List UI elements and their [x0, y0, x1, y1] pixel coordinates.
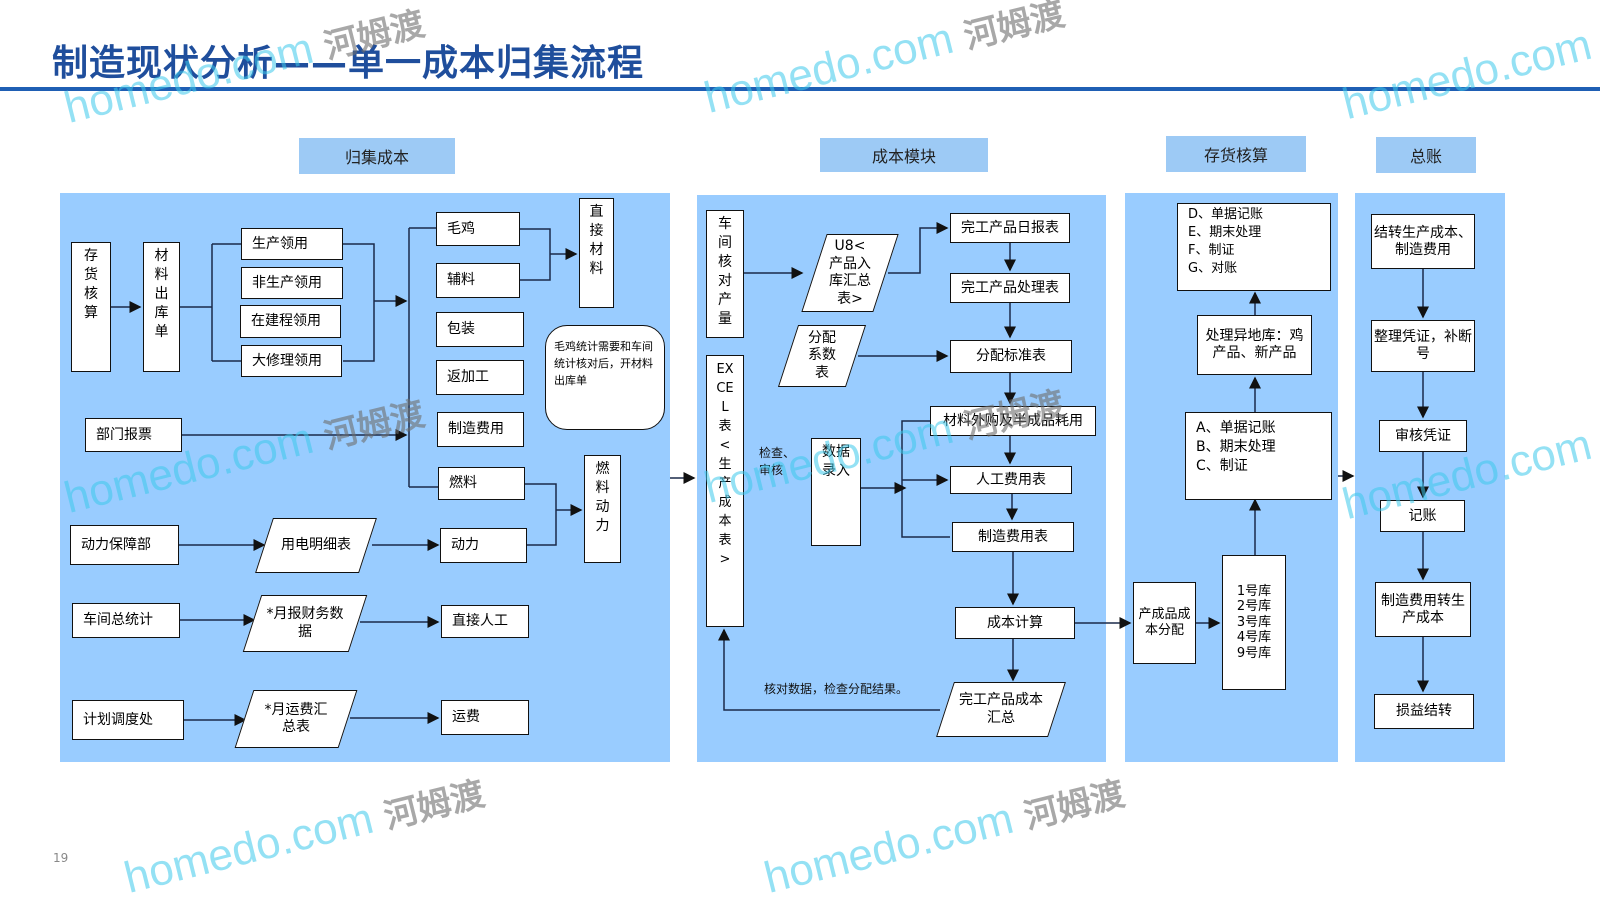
ledger-step: 损益结转	[1374, 694, 1474, 729]
u8-inbound-summary-doc: U8<产品入库汇总表>	[801, 234, 899, 312]
material-issue-slip-box: 材料出库单	[143, 242, 180, 372]
finished-cost-summary-doc: 完工产品成本汇总	[936, 682, 1066, 737]
ledger-step: 结转生产成本、制造费用	[1371, 214, 1475, 269]
elec-detail-label: 用电明细表	[281, 536, 351, 553]
step-item: D、单据记账	[1188, 207, 1264, 222]
step-item: A、单据记账	[1196, 420, 1276, 436]
section-header-inventory: 存货核算	[1166, 136, 1306, 172]
power-dept-box: 动力保障部	[70, 525, 179, 565]
remote-warehouse-box: 处理异地库：鸡产品、新产品	[1197, 315, 1312, 375]
step-item: B、期末处理	[1196, 439, 1276, 455]
page-title: 制造现状分析——单一成本归集流程	[52, 43, 645, 84]
item-box: 运费	[441, 700, 529, 735]
section-header-ledger: 总账	[1376, 137, 1476, 173]
step-item: G、对账	[1188, 261, 1238, 276]
item-box: 动力	[440, 528, 527, 563]
cost-calc-box: 成本计算	[955, 607, 1075, 639]
step-item: E、期末处理	[1188, 225, 1262, 240]
alloc-standard-box: 分配标准表	[950, 340, 1072, 373]
ledger-step: 记账	[1380, 500, 1465, 532]
freight-summary-label: *月运费汇总表	[264, 701, 328, 736]
use-box: 大修理领用	[241, 345, 342, 377]
alloc-coef-label: 分配系数表	[808, 329, 836, 381]
callout-bubble: 毛鸡统计需要和车间统计核对后，开材料出库单	[545, 325, 665, 430]
item-box: 毛鸡	[436, 212, 520, 246]
section-header-collect: 归集成本	[299, 138, 455, 174]
ledger-step: 制造费用转生产成本	[1375, 582, 1471, 637]
monthly-report-doc: *月报财务数据	[242, 595, 368, 652]
processing-box: 完工产品处理表	[950, 273, 1070, 303]
use-box: 在建程领用	[240, 305, 341, 338]
step-item: C、制证	[1196, 458, 1248, 474]
excel-cost-sheet-box: EXCEL表<生产成本表>	[706, 355, 744, 627]
warehouse-item: 2号库	[1236, 599, 1272, 615]
item-box: 燃料	[438, 467, 525, 500]
overhead-box: 制造费用表	[952, 522, 1074, 552]
use-box: 非生产领用	[241, 267, 343, 299]
elec-detail-doc: 用电明细表	[255, 518, 377, 573]
defg-steps-box: D、单据记账 E、期末处理 F、制证 G、对账	[1177, 203, 1331, 291]
item-box: 制造费用	[437, 412, 524, 447]
item-box: 包装	[436, 312, 524, 347]
warehouse-item: 4号库	[1236, 630, 1272, 646]
direct-material-box: 直接材料	[579, 198, 614, 308]
u8-label: U8<产品入库汇总表>	[829, 238, 871, 307]
warehouse-item: 1号库	[1236, 583, 1272, 599]
check-label: 检查、审核	[759, 446, 796, 477]
alloc-coef-doc: 分配系数表	[777, 325, 867, 387]
use-box: 生产领用	[241, 228, 343, 260]
material-consumption-box: 材料外购及半成品耗用	[930, 406, 1096, 436]
item-box: 返加工	[436, 360, 524, 395]
product-cost-alloc-box: 产成品成本分配	[1133, 582, 1196, 664]
fuel-power-box: 燃料动力	[584, 455, 621, 563]
item-box: 直接人工	[441, 605, 529, 638]
workshop-stats-box: 车间总统计	[72, 603, 180, 638]
warehouse-list-box: 1号库 2号库 3号库 4号库 9号库	[1222, 555, 1286, 690]
inventory-accounting-box: 存货核算	[71, 242, 111, 372]
title-divider	[0, 87, 1600, 91]
workshop-check-box: 车间核对产量	[706, 210, 744, 338]
finished-summary-label: 完工产品成本汇总	[959, 692, 1043, 726]
step-item: F、制证	[1188, 243, 1235, 258]
data-entry-box: 数据录入	[811, 438, 861, 546]
warehouse-item: 9号库	[1236, 645, 1272, 661]
section-header-cost: 成本模块	[820, 138, 988, 172]
item-box: 辅料	[436, 263, 520, 298]
dept-ticket-box: 部门报票	[85, 418, 182, 452]
planning-box: 计划调度处	[72, 700, 184, 740]
ledger-step: 整理凭证，补断号	[1371, 320, 1475, 372]
labor-cost-box: 人工费用表	[950, 466, 1072, 494]
warehouse-item: 3号库	[1236, 614, 1272, 630]
freight-summary-doc: *月运费汇总表	[234, 690, 358, 748]
daily-report-box: 完工产品日报表	[950, 213, 1070, 243]
ledger-step: 审核凭证	[1379, 420, 1467, 452]
abc-steps-box: A、单据记账 B、期末处理 C、制证	[1185, 412, 1332, 500]
page-number: 19	[53, 851, 69, 865]
monthly-report-label: *月报财务数据	[266, 606, 344, 640]
panel-ledger	[1355, 193, 1505, 762]
verify-label: 核对数据，检查分配结果。	[764, 682, 909, 696]
